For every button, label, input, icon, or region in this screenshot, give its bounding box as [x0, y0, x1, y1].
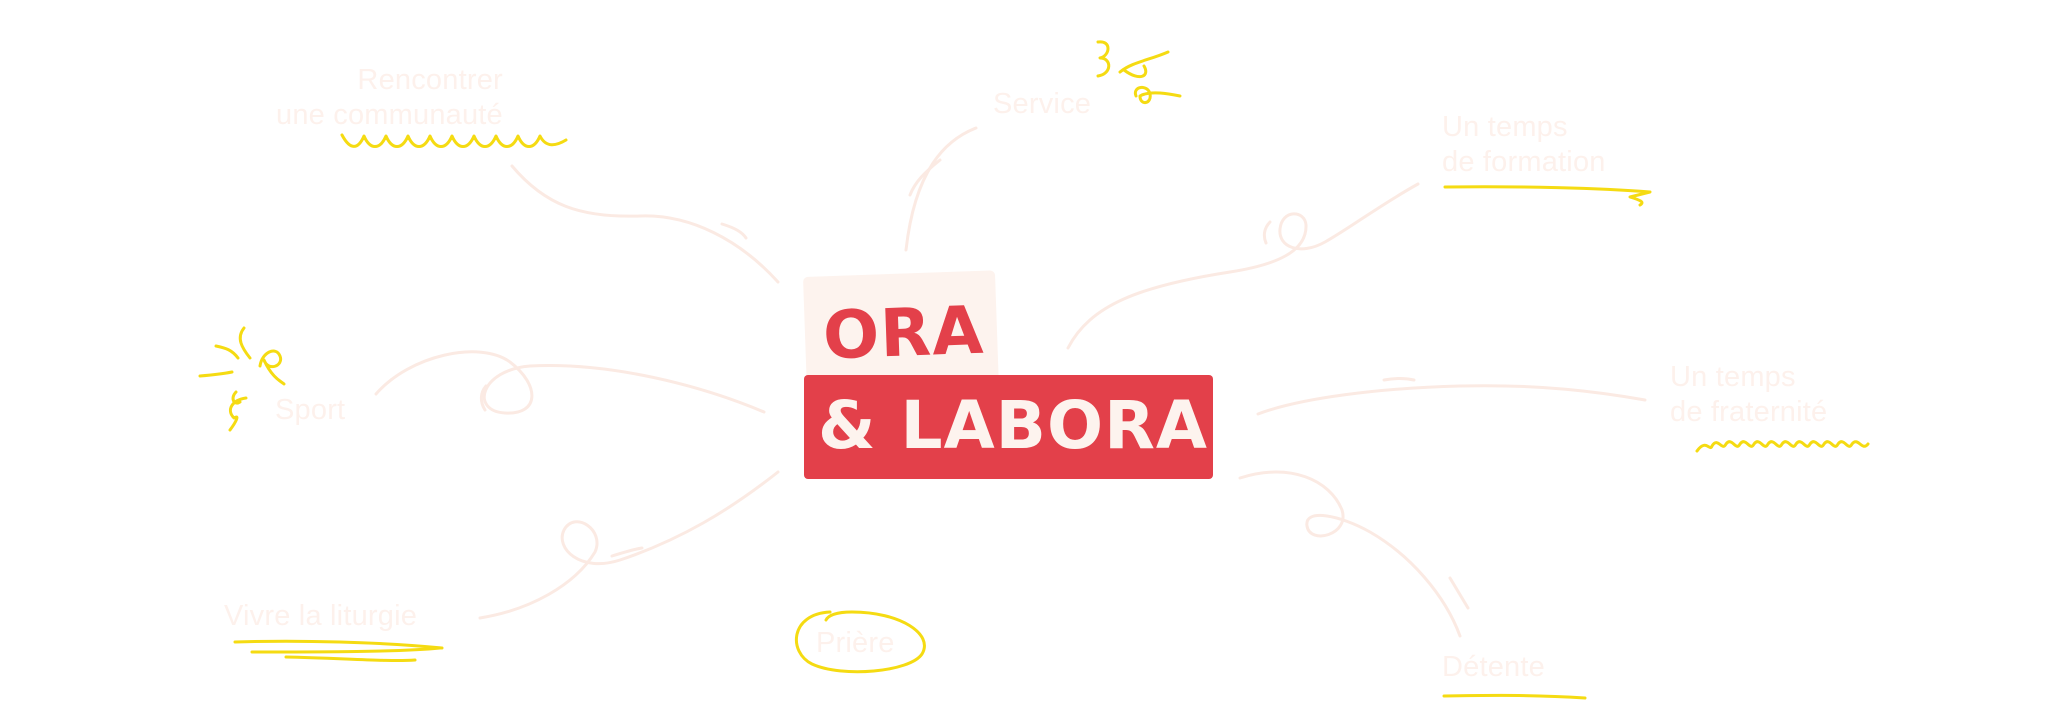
circle-priere: [795, 610, 926, 674]
scribble-service-4: [1133, 86, 1182, 104]
connector-communaute: [510, 164, 780, 284]
branch-communaute: Rencontrer une communauté: [276, 63, 503, 133]
connector-communaute-tick: [720, 222, 748, 240]
branch-service-label: Service: [993, 88, 1092, 120]
center-title-line1: ORA: [821, 291, 986, 375]
branch-liturgie: Vivre la liturgie: [224, 599, 417, 634]
branch-sport-label: Sport: [275, 394, 346, 426]
connector-liturgie: [478, 470, 780, 620]
branch-fraternite: Un temps de fraternité: [1670, 360, 1827, 430]
underline-liturgie-2: [250, 646, 442, 654]
scribble-sport-2: [214, 344, 240, 360]
connector-formation: [1066, 182, 1420, 350]
connector-service-tick: [908, 158, 942, 197]
center-title-band: & LABORA: [804, 375, 1213, 479]
branch-formation: Un temps de formation: [1442, 110, 1606, 180]
underline-liturgie-1: [233, 639, 444, 650]
underline-detente: [1442, 693, 1587, 700]
underline-formation: [1443, 185, 1652, 207]
branch-sport: Sport: [275, 393, 345, 428]
branch-priere: Prière: [816, 626, 895, 661]
branch-formation-line1: Un temps: [1442, 111, 1568, 143]
scribble-sport-3: [258, 349, 286, 386]
squiggle-underline-communaute: [340, 133, 568, 148]
squiggle-underline-fraternite: [1695, 440, 1870, 453]
branch-fraternite-line1: Un temps: [1670, 361, 1796, 393]
connector-fraternite-tick: [1382, 377, 1416, 382]
connector-detente: [1238, 470, 1462, 638]
branch-priere-label: Prière: [816, 627, 895, 659]
branch-communaute-line1: Rencontrer: [357, 64, 503, 96]
connector-fraternite: [1256, 384, 1647, 416]
scribble-sport-5: [231, 390, 242, 405]
branch-formation-line2: de formation: [1442, 146, 1606, 178]
connector-sport-tick: [479, 384, 488, 412]
branch-service: Service: [993, 87, 1091, 122]
branch-fraternite-line2: de fraternité: [1670, 396, 1828, 428]
branch-liturgie-label: Vivre la liturgie: [224, 600, 418, 632]
scribble-sport-1: [238, 326, 252, 360]
scribble-sport-4: [198, 370, 234, 378]
branch-detente: Détente: [1442, 650, 1545, 685]
scribble-service-1: [1096, 40, 1111, 78]
branch-communaute-line2: une communauté: [276, 99, 503, 131]
connector-service: [904, 126, 978, 252]
connector-sport: [374, 350, 766, 415]
center-title-line2: & LABORA: [818, 387, 1208, 464]
connector-formation-tick: [1262, 220, 1272, 245]
branch-detente-label: Détente: [1442, 651, 1545, 683]
underline-liturgie-3: [284, 655, 417, 663]
connector-liturgie-tick: [610, 546, 644, 558]
connector-detente-tick: [1448, 576, 1470, 610]
center-title-card: ORA: [803, 270, 999, 387]
scribble-service-3: [1122, 64, 1148, 79]
scribble-sport-6: [228, 396, 248, 432]
